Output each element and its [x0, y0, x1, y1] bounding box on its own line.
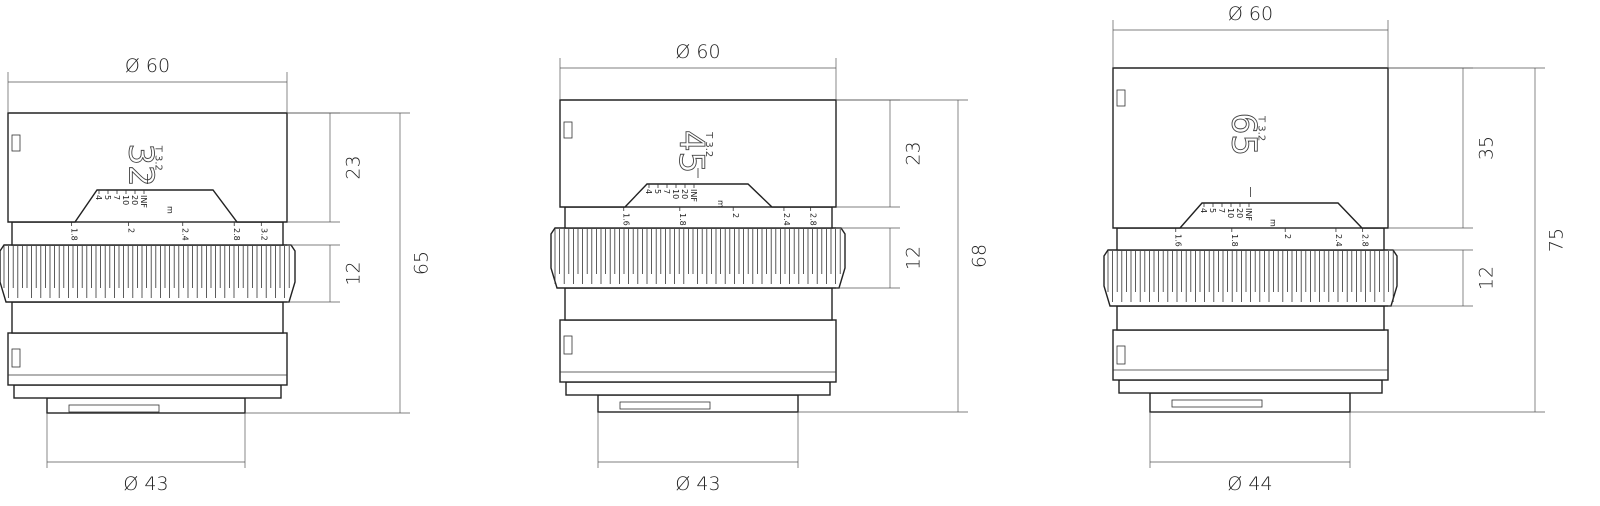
distance-mark: 10 [121, 195, 130, 205]
mount-step [13, 384, 282, 399]
distance-mark: 20 [1235, 208, 1244, 218]
total-length-label: 75 [1546, 228, 1568, 252]
lens-mount [46, 397, 246, 414]
top-diameter-label: Ø 60 [675, 41, 720, 63]
rear-ring [1116, 305, 1385, 331]
iris-mark: 2 [731, 213, 740, 218]
distance-mark: 4 [94, 195, 103, 200]
distance-mark: 4 [644, 189, 653, 194]
focal-length-label: 65 [1224, 113, 1264, 156]
brand-logo [1116, 89, 1126, 107]
top-diameter-label: Ø 60 [1228, 3, 1273, 25]
distance-mark: INF [1244, 208, 1253, 221]
iris-mark: 1.6 [622, 213, 631, 226]
distance-mark: 10 [1226, 208, 1235, 218]
mount-diameter-label: Ø 44 [1227, 473, 1272, 495]
focus-gear-ring [550, 227, 846, 289]
iris-mark: 1.8 [70, 228, 79, 241]
iris-mark: 2 [1283, 234, 1292, 239]
iris-mark: 2.8 [809, 213, 818, 226]
gear-height-label: 12 [343, 261, 365, 285]
total-length-label: 65 [411, 251, 433, 275]
mount-tab [619, 401, 711, 410]
iris-mark: 2.4 [782, 213, 791, 226]
unit-label: m [166, 206, 175, 214]
distance-mark: 7 [662, 189, 671, 194]
iris-mark: 2.8 [232, 228, 241, 241]
brand-logo [1116, 345, 1126, 365]
iris-ring [564, 206, 833, 229]
t-stop-label: T 3.2 [1256, 115, 1267, 141]
distance-mark: 4 [1199, 208, 1208, 213]
distance-mark: 5 [653, 189, 662, 194]
distance-mark: 7 [112, 195, 121, 200]
iris-mark: 1.8 [678, 213, 687, 226]
iris-mark: 2.4 [1334, 234, 1343, 247]
mount-step [565, 381, 831, 396]
brand-logo [563, 335, 573, 355]
iris-ring [1116, 227, 1385, 251]
iris-mark: 1.8 [1230, 234, 1239, 247]
mount-diameter-label: Ø 43 [123, 473, 168, 495]
distance-mark: 5 [103, 195, 112, 200]
distance-mark: 5 [1208, 208, 1217, 213]
lower-barrel [1112, 329, 1389, 381]
t-stop-label: T 3.2 [703, 131, 714, 157]
focus-gear-ring [0, 244, 296, 303]
distance-mark: 20 [130, 195, 139, 205]
focal-length-label: 32 [121, 144, 161, 187]
total-length-label: 68 [969, 244, 991, 268]
dimensions: Ø 60 Ø 43 23 12 68 [559, 41, 991, 495]
iris-mark: 2 [127, 228, 136, 233]
mount-step [1118, 379, 1383, 394]
lower-barrel [559, 319, 837, 383]
unit-label: m [716, 200, 725, 208]
distance-mark: 10 [671, 189, 680, 199]
rear-ring [564, 287, 833, 321]
dimensions: Ø 60 Ø 43 23 12 65 [7, 55, 433, 495]
mount-diameter-label: Ø 43 [675, 473, 720, 495]
barrel-height-label: 23 [903, 141, 925, 165]
barrel-height-label: 23 [343, 155, 365, 179]
distance-mark: 20 [680, 189, 689, 199]
iris-mark: 3.2 [259, 228, 268, 241]
brand-logo [11, 134, 21, 152]
gear-height-label: 12 [1476, 266, 1498, 290]
focus-barrel [1112, 67, 1389, 229]
distance-mark: INF [139, 195, 148, 208]
iris-mark: 2.8 [1361, 234, 1370, 247]
iris-ring [11, 221, 284, 246]
focus-barrel [7, 112, 288, 223]
mount-tab [1171, 399, 1263, 408]
barrel-height-label: 35 [1476, 136, 1498, 160]
brand-logo [563, 121, 573, 139]
brand-logo [11, 348, 21, 368]
mount-tab [68, 404, 160, 413]
lower-barrel [7, 332, 288, 386]
t-stop-label: T 3.2 [153, 145, 164, 171]
dimensions: Ø 60 Ø 44 35 12 75 [1112, 3, 1568, 495]
distance-mark: INF [689, 189, 698, 202]
focal-length-label: 45 [671, 130, 711, 173]
rear-ring [11, 301, 284, 334]
iris-mark: 1.6 [1174, 234, 1183, 247]
unit-label: m [1269, 219, 1278, 227]
lens-mount [1149, 392, 1351, 413]
top-diameter-label: Ø 60 [125, 55, 170, 77]
iris-mark: 2.4 [181, 228, 190, 241]
distance-mark: 7 [1217, 208, 1226, 213]
gear-height-label: 12 [903, 246, 925, 270]
lens-mount [597, 394, 799, 413]
focus-barrel [559, 99, 837, 208]
